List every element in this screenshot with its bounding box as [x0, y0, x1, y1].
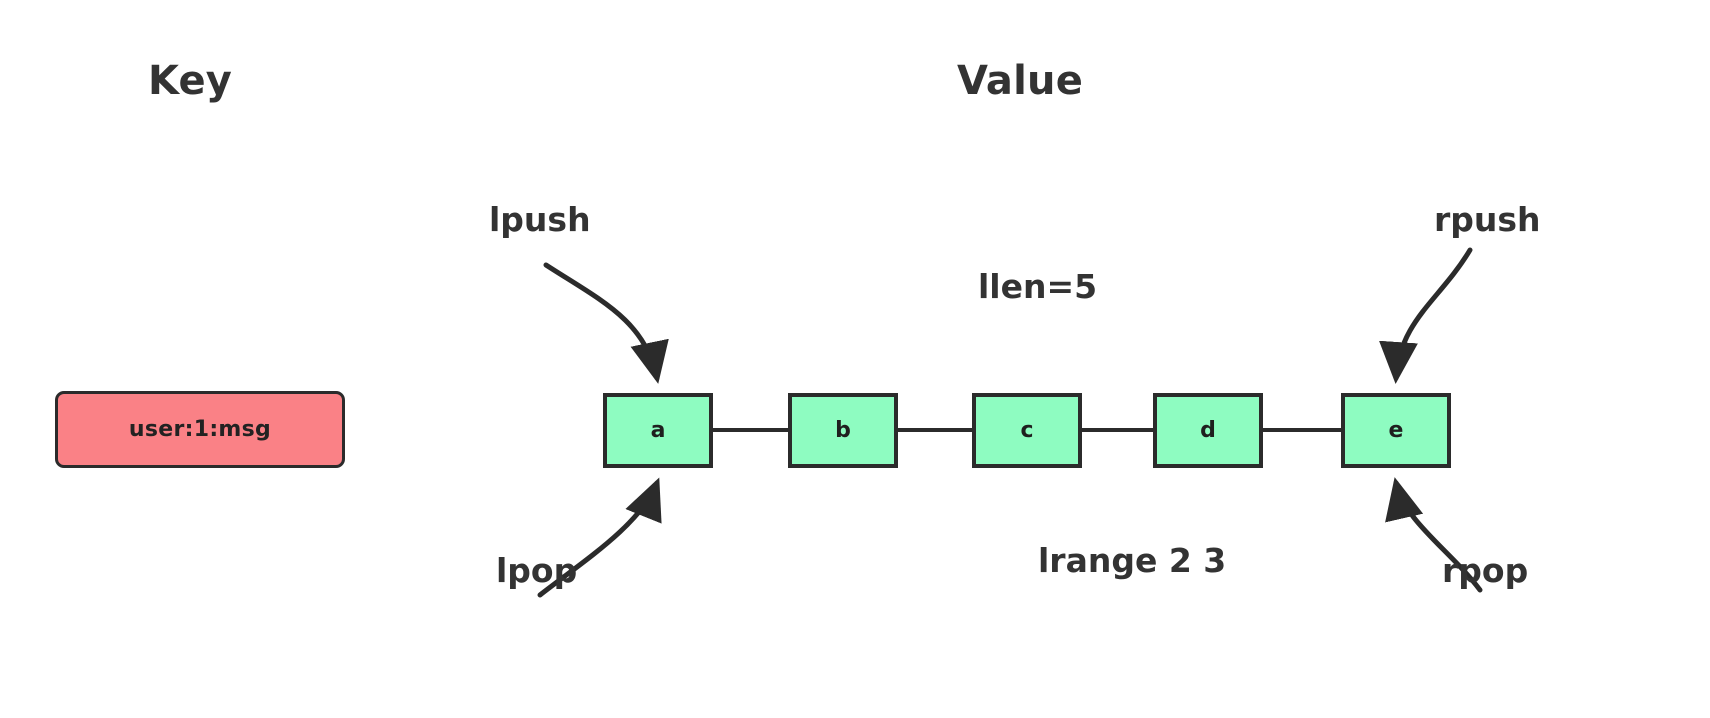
list-node-label: d [1200, 418, 1216, 443]
key-box-label: user:1:msg [128, 417, 272, 442]
list-node: d [1153, 393, 1263, 468]
list-node-label: b [835, 418, 851, 443]
list-node-label: a [650, 418, 666, 443]
key-box: user:1:msg [55, 391, 345, 468]
lpush-arrow [543, 262, 669, 384]
list-node: a [603, 393, 713, 468]
list-node: e [1341, 393, 1451, 468]
rpush-label: rpush [1434, 200, 1541, 239]
rpush-arrow [1379, 247, 1473, 384]
lpop-label: lpop [496, 551, 578, 590]
list-node-label: e [1388, 418, 1404, 443]
page-title-key: Key [147, 58, 233, 104]
list-node: b [788, 393, 898, 468]
page-title-value: Value [956, 58, 1084, 104]
lrange-annotation: lrange 2 3 [1038, 541, 1227, 580]
list-node: c [972, 393, 1082, 468]
lpush-label: lpush [489, 200, 591, 239]
llen-annotation: llen=5 [978, 267, 1098, 306]
list-node-label: c [1020, 418, 1034, 443]
rpop-label: rpop [1442, 551, 1529, 590]
